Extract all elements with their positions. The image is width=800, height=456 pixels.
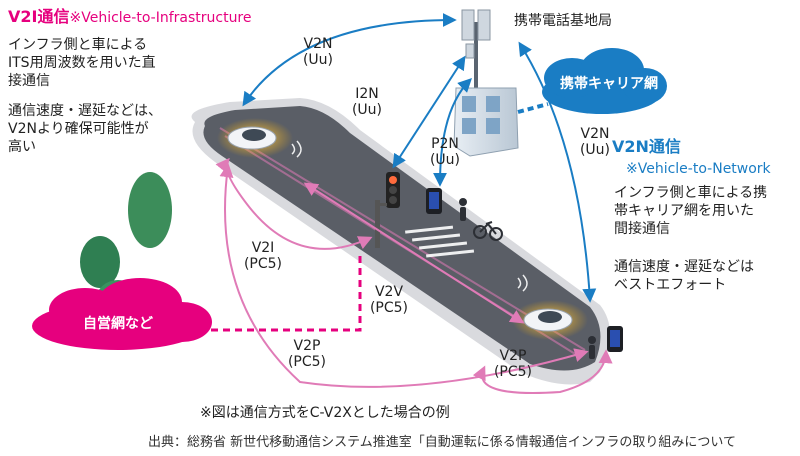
v2i-link-label: V2I(PC5) — [243, 240, 283, 272]
base-station-label: 携帯電話基地局 — [514, 13, 612, 29]
v2n-desc-2: 通信速度・遅延などはベストエフォート — [614, 259, 754, 293]
pedestrian-icon — [459, 198, 467, 221]
i2n-label: I2N(Uu) — [351, 86, 383, 118]
signal-wave-icon — [291, 140, 528, 292]
v2n-left-label: V2N(Uu) — [302, 36, 334, 68]
cell-tower-icon — [461, 9, 491, 102]
car-icon — [512, 300, 588, 340]
v2p-right-label: V2P(PC5) — [493, 348, 533, 380]
source-caption: 出典：総務省 新世代移動通信システム推進室「自動運転に係る情報通信インフラの取り… — [148, 435, 736, 450]
pc5-links — [208, 157, 613, 394]
v2n-subtitle: ※Vehicle-to-Network — [626, 161, 771, 177]
v2i-subtitle: ※Vehicle-to-Infrastructure — [69, 10, 252, 26]
own-network-label: 自営網など — [83, 316, 153, 332]
note: ※図は通信方式をC-V2Xとした場合の例 — [200, 405, 450, 421]
v2i-desc-2: 通信速度・遅延などは、V2Nより確保可能性が高い — [8, 103, 162, 155]
p2n-label: P2N(Uu) — [429, 136, 461, 168]
pedestrian-icon — [588, 336, 596, 359]
v2v-label: V2V(PC5) — [369, 284, 409, 316]
car-icon — [217, 118, 293, 158]
v2p-left-label: V2P(PC5) — [287, 338, 327, 370]
v2n-title: V2N通信 — [612, 137, 681, 156]
v2n-desc-1: インフラ側と車による携帯キャリア網を用いた間接通信 — [614, 185, 768, 237]
own-network-cloud — [32, 278, 212, 350]
smartphone-icon — [426, 188, 442, 214]
smartphone-icon — [607, 326, 623, 352]
v2n-right-label: V2N(Uu) — [579, 126, 611, 158]
carrier-network-label: 携帯キャリア網 — [560, 76, 658, 92]
v2i-title: V2I通信※Vehicle-to-Infrastructure — [8, 7, 252, 27]
